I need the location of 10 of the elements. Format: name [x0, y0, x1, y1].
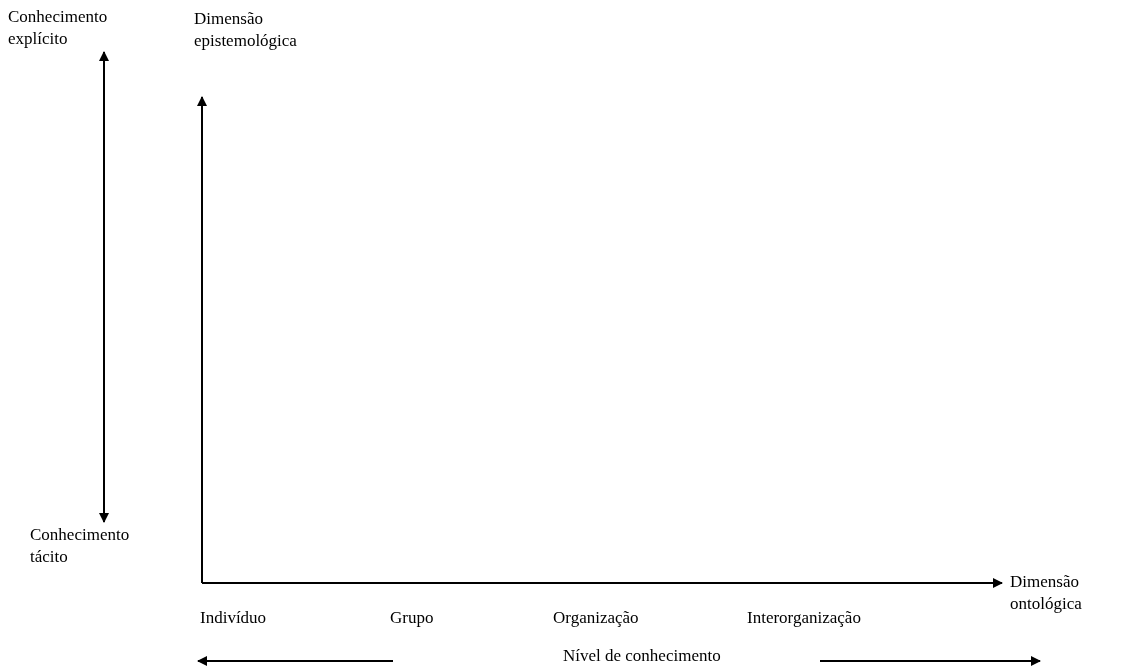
- axis-end-label: Conhecimento explícito: [8, 7, 108, 48]
- axis-label: Dimensão epistemológica: [194, 8, 298, 52]
- double-arrow: [99, 51, 109, 523]
- axis-label: Dimensão ontológica: [1010, 571, 1083, 615]
- scale-label: Nível de conhecimento: [563, 645, 721, 667]
- level-label: Interorganização: [747, 607, 861, 629]
- axis-end-label: Conhecimento tácito: [30, 525, 130, 566]
- level-label: Indivíduo: [200, 607, 267, 629]
- level-label: Organização: [553, 607, 639, 629]
- level-label: Grupo: [390, 607, 434, 629]
